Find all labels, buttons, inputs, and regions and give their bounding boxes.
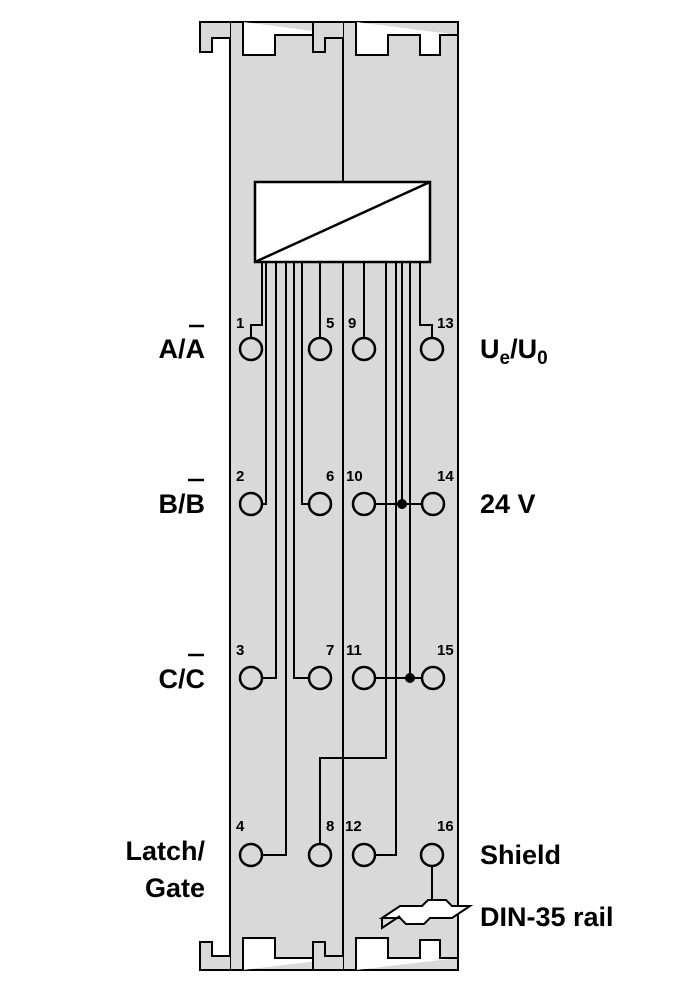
terminal-number-14: 14 <box>437 468 454 485</box>
terminal-13[interactable] <box>419 336 445 362</box>
terminal-number-1: 1 <box>236 315 244 332</box>
terminal-number-2: 2 <box>236 468 244 485</box>
terminal-14[interactable] <box>420 491 446 517</box>
terminal-10[interactable] <box>351 491 377 517</box>
terminal-number-16: 16 <box>437 818 454 835</box>
terminals <box>238 336 446 868</box>
terminal-numbers: 1 5 9 13 2 6 10 14 3 7 11 15 4 8 12 16 <box>236 315 454 835</box>
terminal-number-9: 9 <box>348 315 356 332</box>
terminal-15[interactable] <box>420 665 446 691</box>
internal-wiring <box>250 262 433 905</box>
shield-label: Shield <box>480 840 561 870</box>
galvanic-isolator-icon <box>253 180 432 264</box>
terminal-5[interactable] <box>307 336 333 362</box>
terminal-4[interactable] <box>238 842 264 868</box>
terminal-7[interactable] <box>307 665 333 691</box>
supply-voltage-label: Ue/U0 <box>480 334 548 369</box>
signal-label-b: B/B <box>159 489 206 519</box>
terminal-number-12: 12 <box>345 818 362 835</box>
terminal-number-8: 8 <box>326 818 334 835</box>
signal-label-c: C/C <box>159 664 206 694</box>
terminal-11[interactable] <box>351 665 377 691</box>
right-signal-labels: Ue/U0 24 V Shield DIN-35 rail <box>480 334 614 932</box>
terminal-2[interactable] <box>238 491 264 517</box>
left-signal-labels: A/A B/B C/C Latch/ Gate <box>125 324 206 903</box>
terminal-12[interactable] <box>351 842 377 868</box>
terminal-16[interactable] <box>419 842 445 868</box>
din-rail-label: DIN-35 rail <box>480 902 614 932</box>
terminal-number-15: 15 <box>437 642 454 659</box>
signal-label-a: A/A <box>159 334 206 364</box>
terminal-6[interactable] <box>307 491 333 517</box>
terminal-number-5: 5 <box>326 315 334 332</box>
signal-label-latch: Latch/ <box>125 836 205 866</box>
voltage-label-24v: 24 V <box>480 489 536 519</box>
signal-label-gate: Gate <box>145 873 205 903</box>
terminal-9[interactable] <box>351 336 377 362</box>
terminal-number-13: 13 <box>437 315 454 332</box>
terminal-number-3: 3 <box>236 642 244 659</box>
terminal-number-4: 4 <box>236 818 245 835</box>
terminal-3[interactable] <box>238 665 264 691</box>
terminal-number-10: 10 <box>346 468 363 485</box>
terminal-number-7: 7 <box>326 642 334 659</box>
terminal-8[interactable] <box>307 842 333 868</box>
din-rail-icon <box>378 899 474 930</box>
terminal-number-11: 11 <box>346 642 362 659</box>
terminal-1[interactable] <box>238 336 264 362</box>
terminal-number-6: 6 <box>326 468 334 485</box>
